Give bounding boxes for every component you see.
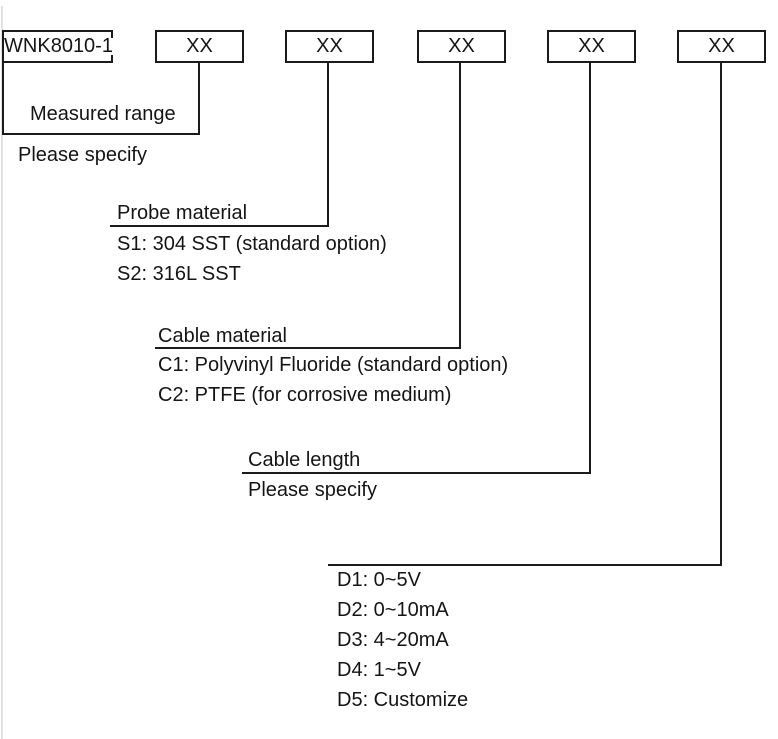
code-placeholder: XX — [448, 35, 475, 57]
option-item: C2: PTFE (for corrosive medium) — [158, 384, 452, 406]
option-item: S2: 316L SST — [117, 263, 241, 285]
cable-length-option: Please specify — [248, 479, 377, 501]
probe-material-title: Probe material — [117, 202, 248, 224]
connector-cable-length-horizontal — [242, 472, 591, 474]
model-box-right-tick-top — [111, 30, 113, 38]
measured-range-option: Please specify — [18, 144, 147, 166]
connector-output-signal-vertical — [720, 62, 722, 566]
connector-probe-material-vertical — [327, 62, 329, 227]
connector-cable-material-vertical — [459, 62, 461, 349]
code-box-measured-range: XX — [155, 30, 244, 63]
model-number-box: WNK8010-1 — [2, 30, 113, 63]
connector-measured-range-vertical — [198, 62, 200, 135]
connector-cable-material-horizontal — [155, 347, 461, 349]
option-item: S1: 304 SST (standard option) — [117, 233, 387, 255]
scan-artifact-line — [1, 6, 3, 739]
option-item: D2: 0~10mA — [337, 599, 449, 621]
option-item: D3: 4~20mA — [337, 629, 449, 651]
probe-material-options: S1: 304 SST (standard option) S2: 316L S… — [117, 229, 387, 289]
code-box-cable-length: XX — [547, 30, 636, 63]
output-signal-options: D1: 0~5V D2: 0~10mA D3: 4~20mA D4: 1~5V … — [337, 565, 468, 715]
code-placeholder: XX — [578, 35, 605, 57]
model-number-text: WNK8010-1 — [4, 35, 113, 57]
code-box-probe-material: XX — [285, 30, 374, 63]
connector-probe-material-horizontal — [110, 225, 329, 227]
cable-length-title: Cable length — [248, 449, 361, 471]
connector-cable-length-vertical — [589, 62, 591, 474]
code-placeholder: XX — [186, 35, 213, 57]
model-box-right-tick-bottom — [111, 55, 113, 63]
option-item: C1: Polyvinyl Fluoride (standard option) — [158, 354, 509, 376]
option-item: D1: 0~5V — [337, 569, 421, 591]
connector-output-signal-horizontal — [328, 564, 722, 566]
option-item: D5: Customize — [337, 689, 469, 711]
cable-material-title: Cable material — [158, 325, 287, 347]
code-box-output-signal: XX — [677, 30, 766, 63]
measured-range-title: Measured range — [30, 103, 176, 125]
option-item: D4: 1~5V — [337, 659, 421, 681]
cable-material-options: C1: Polyvinyl Fluoride (standard option)… — [158, 350, 508, 410]
code-placeholder: XX — [708, 35, 735, 57]
code-placeholder: XX — [316, 35, 343, 57]
code-box-cable-material: XX — [417, 30, 506, 63]
connector-model-box-vertical — [2, 60, 4, 135]
connector-measured-range-horizontal — [2, 133, 200, 135]
